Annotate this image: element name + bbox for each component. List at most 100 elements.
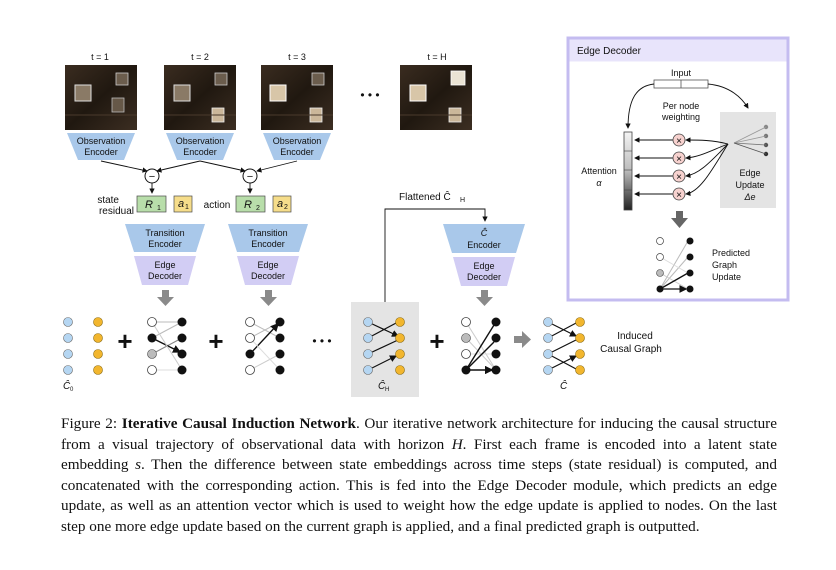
svg-text:−: −	[247, 171, 253, 183]
right-arrow	[514, 331, 531, 348]
edge-update-label: Update	[735, 180, 764, 190]
svg-text:1: 1	[185, 204, 189, 211]
observation-encoder: Observation Encoder	[67, 133, 135, 160]
svg-text:a: a	[178, 198, 184, 210]
svg-text:Encoder: Encoder	[183, 147, 217, 157]
svg-text:Edge: Edge	[473, 261, 494, 271]
svg-text:×: ×	[676, 136, 682, 147]
svg-text:−: −	[149, 171, 155, 183]
state-residual-label: residual	[99, 206, 134, 217]
graph-label-sub: 0	[70, 387, 74, 393]
svg-text:2: 2	[256, 205, 260, 212]
svg-text:Observation: Observation	[176, 136, 225, 146]
multiply-circle: ×	[672, 187, 686, 201]
edge-update-label: Edge	[739, 168, 760, 178]
minus-circle: −	[144, 168, 160, 184]
svg-text:Ĉ: Ĉ	[481, 228, 488, 238]
figure: t = 1 t = 2 t = 3 t = H • • • Observatio…	[63, 36, 790, 397]
graph-c0	[63, 317, 103, 375]
svg-text:Decoder: Decoder	[467, 272, 501, 282]
svg-text:×: ×	[676, 154, 682, 165]
svg-text:Observation: Observation	[273, 136, 322, 146]
update-graph	[147, 317, 187, 375]
svg-text:Encoder: Encoder	[251, 239, 285, 249]
multiply-circle: ×	[672, 169, 686, 183]
svg-text:×: ×	[676, 190, 682, 201]
graph-label: Ĉ	[63, 379, 71, 392]
flattened-label: Flattened Ĉ	[399, 190, 451, 203]
multiply-circle: ×	[672, 151, 686, 165]
svg-text:R: R	[145, 199, 153, 211]
induced-label: Induced	[617, 331, 653, 342]
input-label: Input	[671, 68, 692, 78]
residual-box: R 1	[136, 195, 167, 213]
graph-label: Ĉ	[560, 379, 568, 392]
induced-label: Causal Graph	[600, 344, 662, 355]
timestep-label: t = 3	[288, 52, 306, 62]
per-node-label: Per node	[663, 101, 700, 111]
panel-title: Edge Decoder	[577, 46, 642, 57]
per-node-label: weighting	[661, 112, 700, 122]
plus-sign: +	[208, 326, 223, 356]
svg-text:Transition: Transition	[145, 228, 184, 238]
edge-decoder: Edge Decoder	[237, 256, 299, 285]
down-arrow	[671, 211, 688, 228]
residual-box: R 2	[235, 195, 266, 213]
frame-image	[65, 65, 137, 130]
graph-label: Ĉ	[378, 379, 386, 392]
alpha-label: α	[596, 178, 602, 188]
state-residual-label: state	[97, 195, 119, 206]
action-box: a 2	[272, 195, 292, 213]
predicted-label: Update	[712, 272, 741, 282]
observation-encoder: Observation Encoder	[263, 133, 331, 160]
figure-caption: Figure 2: Iterative Causal Induction Net…	[61, 415, 777, 535]
predicted-graph	[656, 237, 694, 293]
timestep-label: t = H	[427, 52, 446, 62]
plus-sign: +	[429, 326, 444, 356]
svg-text:R: R	[244, 199, 252, 211]
minus-circle: −	[242, 168, 258, 184]
transition-encoder: Transition Encoder	[228, 224, 308, 252]
dots: • • •	[312, 334, 331, 348]
delta-e-label: Δe	[743, 192, 755, 202]
edge-decoder: Edge Decoder	[134, 256, 196, 285]
attention-label: Attention	[581, 166, 617, 176]
svg-text:Edge: Edge	[154, 260, 175, 270]
timestep-label: t = 2	[191, 52, 209, 62]
down-arrow	[157, 290, 174, 306]
transition-encoder: Transition Encoder	[125, 224, 205, 252]
svg-text:Transition: Transition	[248, 228, 287, 238]
action-label: action	[204, 200, 231, 211]
ellipsis: • • •	[360, 88, 379, 102]
predicted-label: Predicted	[712, 248, 750, 258]
graph-final	[543, 317, 585, 375]
down-arrow	[260, 290, 277, 306]
svg-text:Encoder: Encoder	[467, 240, 501, 250]
svg-text:a: a	[277, 198, 283, 210]
frame-image	[261, 65, 333, 130]
down-arrow	[476, 290, 493, 306]
caption-title: Iterative Causal Induction Network	[121, 415, 356, 432]
observation-encoder: Observation Encoder	[166, 133, 234, 160]
edge-decoder-panel: Edge Decoder Input Per node weighting At…	[566, 36, 790, 302]
frame-image	[400, 65, 472, 130]
predicted-label: Graph	[712, 260, 737, 270]
svg-text:Encoder: Encoder	[84, 147, 118, 157]
multiply-circle: ×	[672, 133, 686, 147]
timestep-label: t = 1	[91, 52, 109, 62]
svg-text:Edge: Edge	[257, 260, 278, 270]
frame-image	[164, 65, 236, 130]
svg-text:Decoder: Decoder	[148, 271, 182, 281]
svg-text:2: 2	[284, 204, 288, 211]
update-graph	[461, 317, 501, 375]
action-box: a 1	[173, 195, 193, 213]
svg-text:Encoder: Encoder	[148, 239, 182, 249]
update-graph	[245, 317, 285, 375]
svg-text:1: 1	[157, 205, 161, 212]
graph-label-sub: H	[385, 387, 389, 393]
graph-ch	[363, 317, 405, 375]
c-encoder: Ĉ Encoder	[443, 224, 525, 253]
svg-text:Encoder: Encoder	[280, 147, 314, 157]
ch-highlight	[351, 302, 419, 397]
svg-text:×: ×	[676, 172, 682, 183]
